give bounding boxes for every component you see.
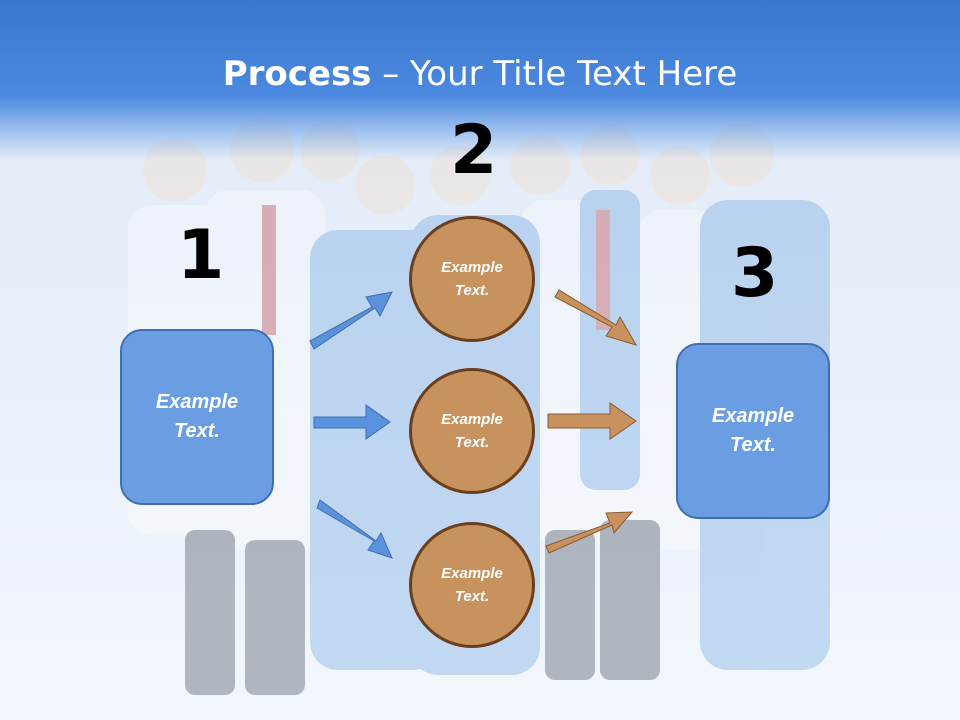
title-rest: – Your Title Text Here [371,54,738,94]
step-2-circle-3: Example Text. [409,522,535,648]
step-1-box-text: Example Text. [155,391,239,442]
slide-title: Process – Your Title Text Here [0,52,960,96]
step-3-box: Example Text. [676,343,830,519]
title-band [0,0,960,160]
circle-3-text: Example Text. [441,565,503,605]
step-1-box: Example Text. [120,329,274,505]
circle-1-text: Example Text. [441,259,503,299]
step-3-box-text: Example Text. [711,405,795,456]
step-2-circle-2: Example Text. [409,368,535,494]
step-number-2: 2 [450,111,498,190]
title-bold: Process [222,54,372,94]
circle-2-text: Example Text. [441,411,503,451]
step-2-circle-1: Example Text. [409,216,535,342]
step-number-1: 1 [177,216,225,295]
step-number-3: 3 [731,234,779,313]
